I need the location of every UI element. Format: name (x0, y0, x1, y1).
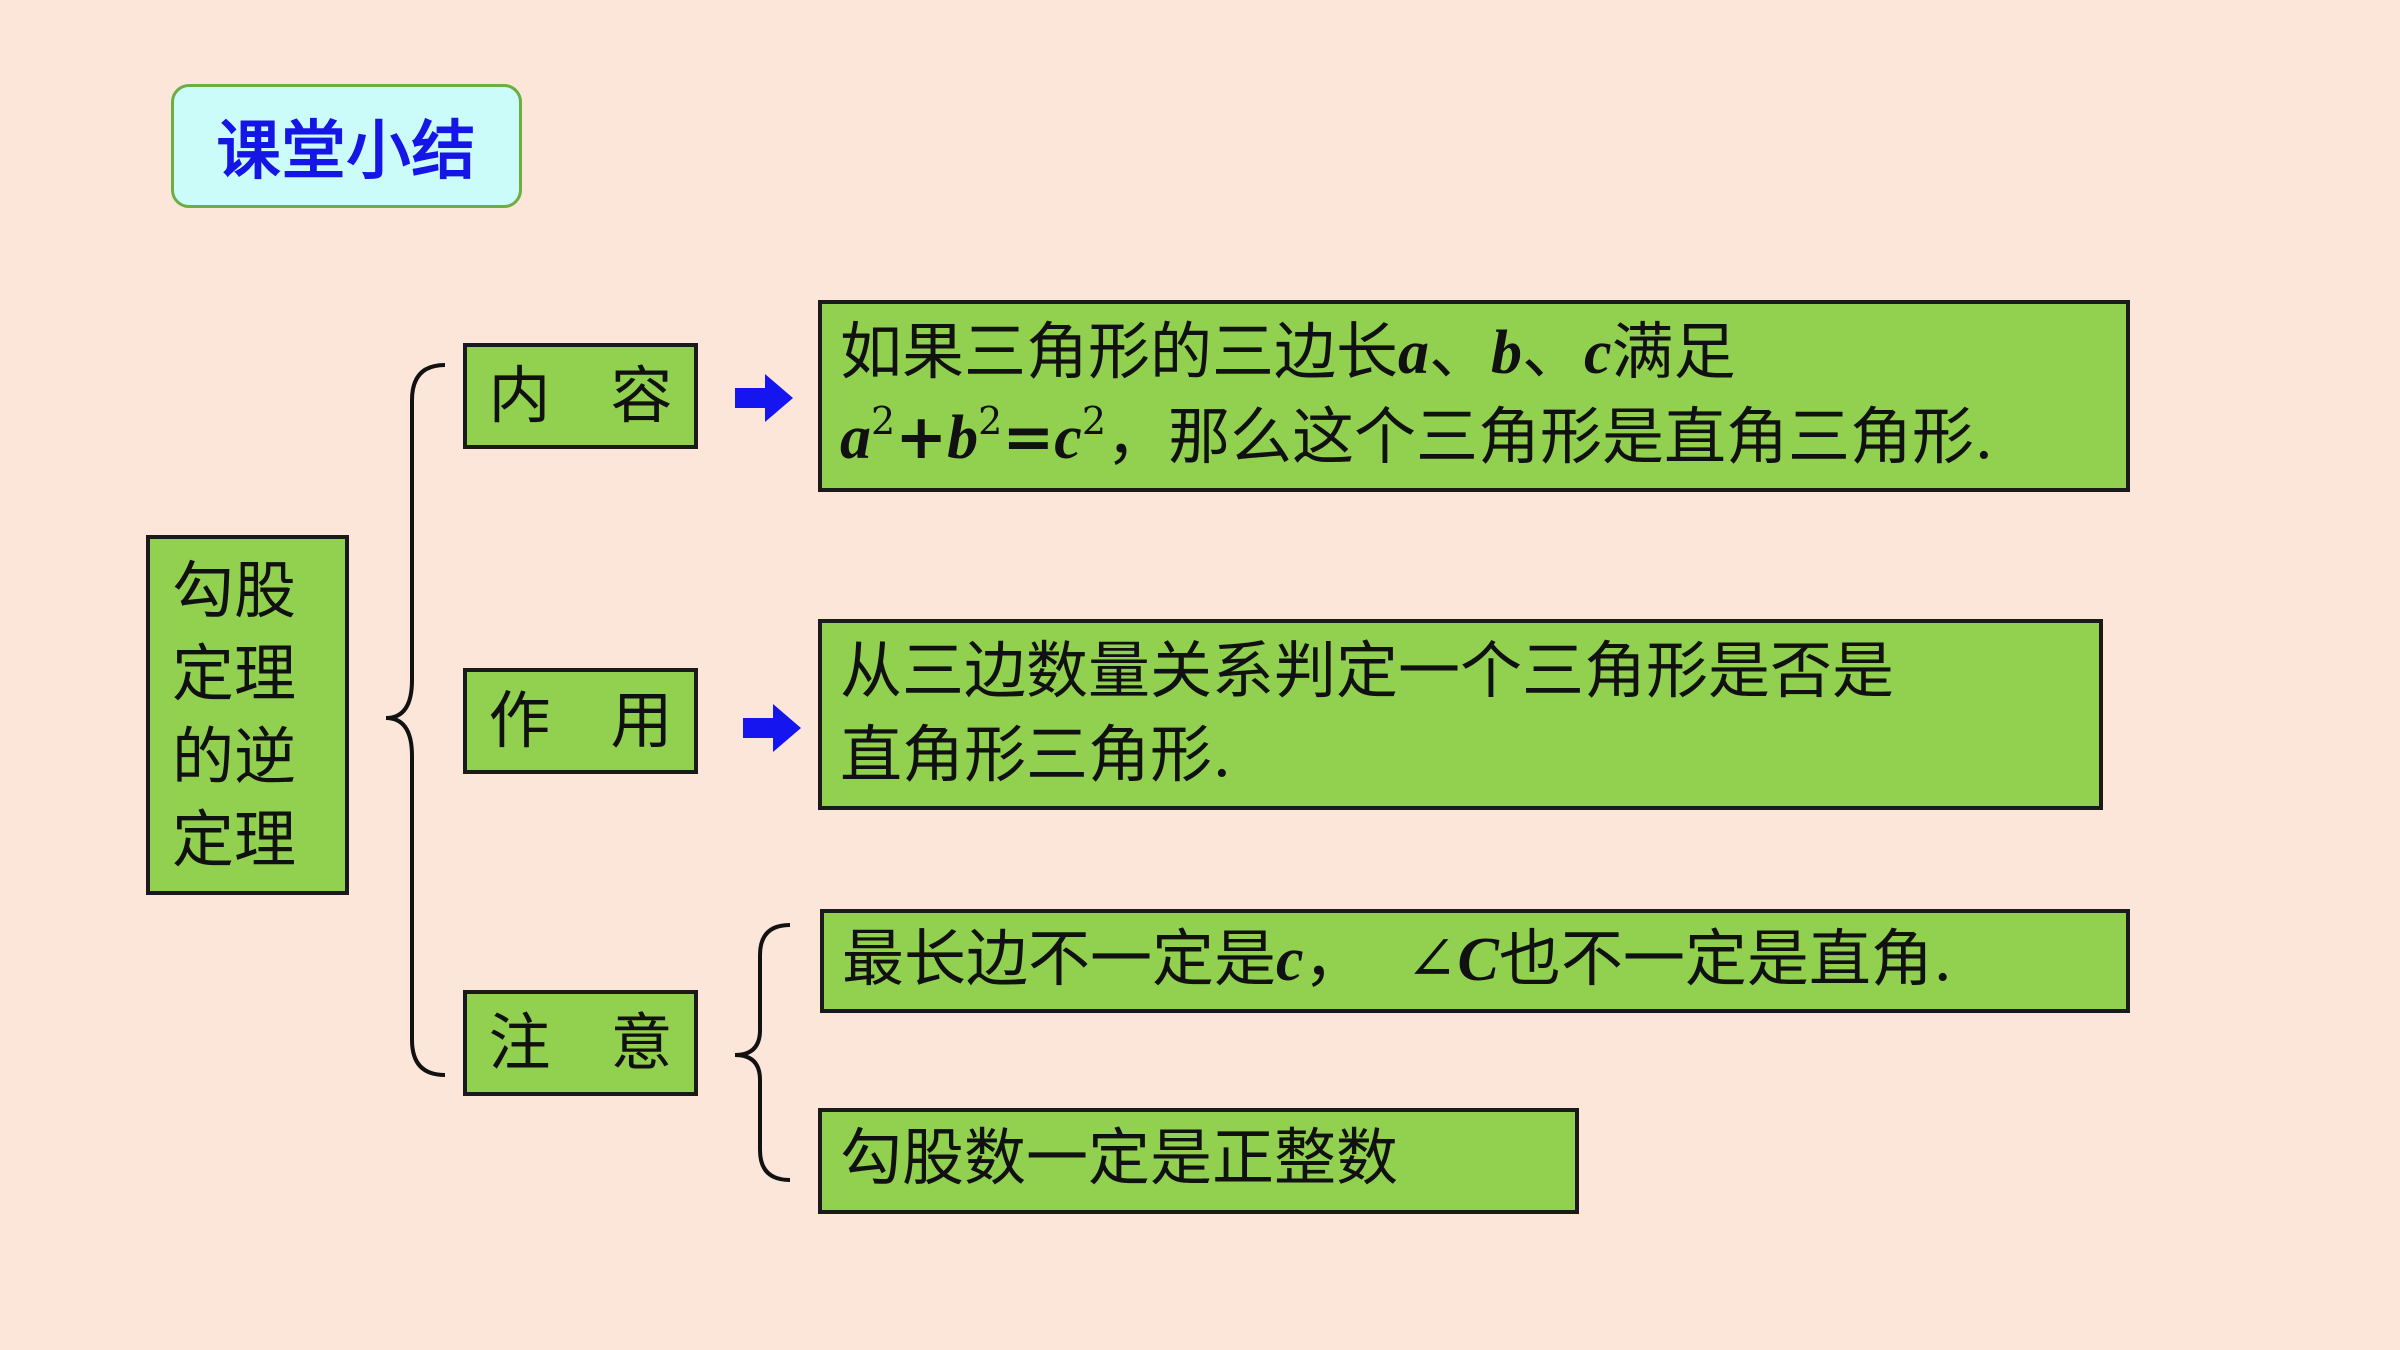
variable: c (1054, 404, 1082, 472)
main-brace (385, 363, 446, 1077)
angle-symbol: ∠ (1405, 922, 1458, 995)
root-concept-box: 勾股 定理 的逆 定理 (146, 535, 349, 895)
category-content: 内容 (463, 343, 698, 449)
category-char: 容 (610, 359, 673, 432)
text: 勾股数一定是正整数 (840, 1121, 1399, 1194)
variable: b (1491, 319, 1523, 387)
content-box: 如果三角形的三边长a、b、c满足 a2+b2=c2，那么这个三角形是直角三角形. (818, 300, 2130, 492)
variable: a (840, 404, 871, 472)
operator: + (895, 400, 948, 473)
category-char: 作 (488, 684, 551, 757)
variable: c (1276, 926, 1304, 994)
use-line-1: 从三边数量关系判定一个三角形是否是 (840, 634, 1895, 707)
variable: C (1457, 926, 1499, 994)
category-char: 注 (488, 1006, 551, 1079)
right-arrow-icon (735, 374, 793, 422)
operator: = (1002, 400, 1055, 473)
category-char: 用 (610, 684, 673, 757)
category-char: 意 (610, 1006, 673, 1079)
text: 、 (1522, 315, 1585, 388)
text: 最长边不一定是 (842, 922, 1277, 995)
note-brace (734, 923, 791, 1182)
category-note: 注意 (463, 990, 698, 1096)
variable: a (1398, 319, 1430, 387)
variable: c (1584, 319, 1612, 387)
text: 满足 (1611, 315, 1736, 388)
exponent: 2 (1081, 399, 1106, 443)
category-use: 作用 (463, 668, 698, 774)
note-box-2: 勾股数一定是正整数 (818, 1108, 1579, 1214)
exponent: 2 (871, 399, 896, 443)
exponent: 2 (978, 399, 1003, 443)
use-line-2: 直角形三角形. (840, 718, 1232, 791)
text: ， (1303, 922, 1366, 995)
page-title: 课堂小结 (171, 84, 522, 208)
root-line: 的逆 (172, 720, 297, 793)
root-line: 勾股 (172, 554, 297, 627)
variable: b (947, 404, 979, 472)
content-line-1: 如果三角形的三边长a、b、c满足 (840, 310, 2126, 395)
content-line-2: a2+b2=c2，那么这个三角形是直角三角形. (840, 395, 2126, 480)
right-arrow-icon (743, 704, 801, 752)
use-box: 从三边数量关系判定一个三角形是否是 直角形三角形. (818, 619, 2103, 810)
text: ，那么这个三角形是直角三角形. (1106, 400, 1994, 473)
category-char: 内 (488, 359, 551, 432)
text: 如果三角形的三边长 (840, 315, 1399, 388)
root-line: 定理 (172, 637, 297, 710)
text: 、 (1429, 315, 1492, 388)
text: 也不一定是直角. (1498, 922, 1953, 995)
note-box-1: 最长边不一定是c， ∠C也不一定是直角. (820, 909, 2130, 1013)
root-line: 定理 (172, 803, 297, 876)
